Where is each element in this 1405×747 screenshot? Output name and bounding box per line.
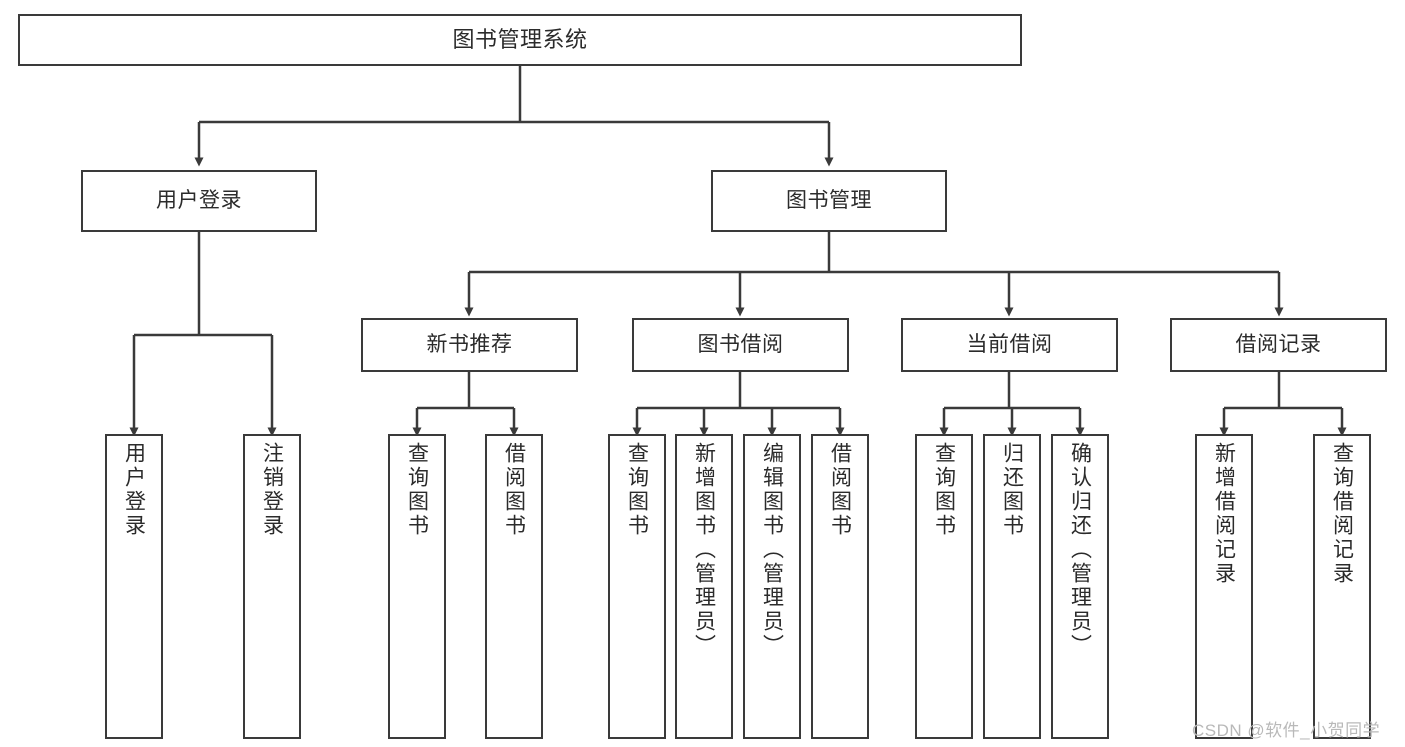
node-label: 归还图书: [1000, 442, 1024, 538]
node-leaf-query-book-current[interactable]: 查询图书: [915, 434, 973, 739]
watermark-text: CSDN @软件_小贺同学: [1192, 721, 1381, 740]
node-label: 借阅图书: [502, 442, 526, 538]
node-leaf-return-book[interactable]: 归还图书: [983, 434, 1041, 739]
node-leaf-query-book-recommendation[interactable]: 查询图书: [388, 434, 446, 739]
node-leaf-add-borrow-record[interactable]: 新增借阅记录: [1195, 434, 1253, 739]
node-leaf-add-book-admin[interactable]: 新增图书（管理员）: [675, 434, 733, 739]
node-root-book-management-system[interactable]: 图书管理系统: [18, 14, 1022, 66]
node-label: 借阅图书: [828, 442, 852, 538]
node-label: 查询图书: [405, 442, 429, 538]
node-leaf-query-book-borrow[interactable]: 查询图书: [608, 434, 666, 739]
node-book-management[interactable]: 图书管理: [711, 170, 947, 232]
node-leaf-logout-login[interactable]: 注销登录: [243, 434, 301, 739]
node-leaf-borrow-book[interactable]: 借阅图书: [811, 434, 869, 739]
node-label: 新增借阅记录: [1212, 442, 1236, 586]
node-label: 当前借阅: [966, 332, 1053, 356]
node-label: 用户登录: [122, 442, 146, 538]
node-label: 用户登录: [156, 188, 242, 212]
node-label: 注销登录: [260, 442, 284, 538]
node-current-borrow[interactable]: 当前借阅: [901, 318, 1118, 372]
node-label: 图书借阅: [697, 332, 784, 356]
node-leaf-confirm-return-admin[interactable]: 确认归还（管理员）: [1051, 434, 1109, 739]
node-label: 新增图书（管理员）: [692, 442, 716, 658]
node-label: 确认归还（管理员）: [1068, 442, 1092, 658]
node-label: 查询图书: [932, 442, 956, 538]
node-label: 查询借阅记录: [1330, 442, 1354, 586]
node-leaf-query-borrow-record[interactable]: 查询借阅记录: [1313, 434, 1371, 739]
node-new-book-recommendation[interactable]: 新书推荐: [361, 318, 578, 372]
node-book-borrow[interactable]: 图书借阅: [632, 318, 849, 372]
node-label: 查询图书: [625, 442, 649, 538]
node-label: 图书管理: [786, 188, 872, 212]
node-borrow-record[interactable]: 借阅记录: [1170, 318, 1387, 372]
node-leaf-user-login[interactable]: 用户登录: [105, 434, 163, 739]
node-leaf-edit-book-admin[interactable]: 编辑图书（管理员）: [743, 434, 801, 739]
node-leaf-borrow-book-recommendation[interactable]: 借阅图书: [485, 434, 543, 739]
node-label: 图书管理系统: [452, 27, 588, 53]
node-label: 编辑图书（管理员）: [760, 442, 784, 658]
node-user-login[interactable]: 用户登录: [81, 170, 317, 232]
node-label: 新书推荐: [426, 332, 513, 356]
node-label: 借阅记录: [1235, 332, 1322, 356]
